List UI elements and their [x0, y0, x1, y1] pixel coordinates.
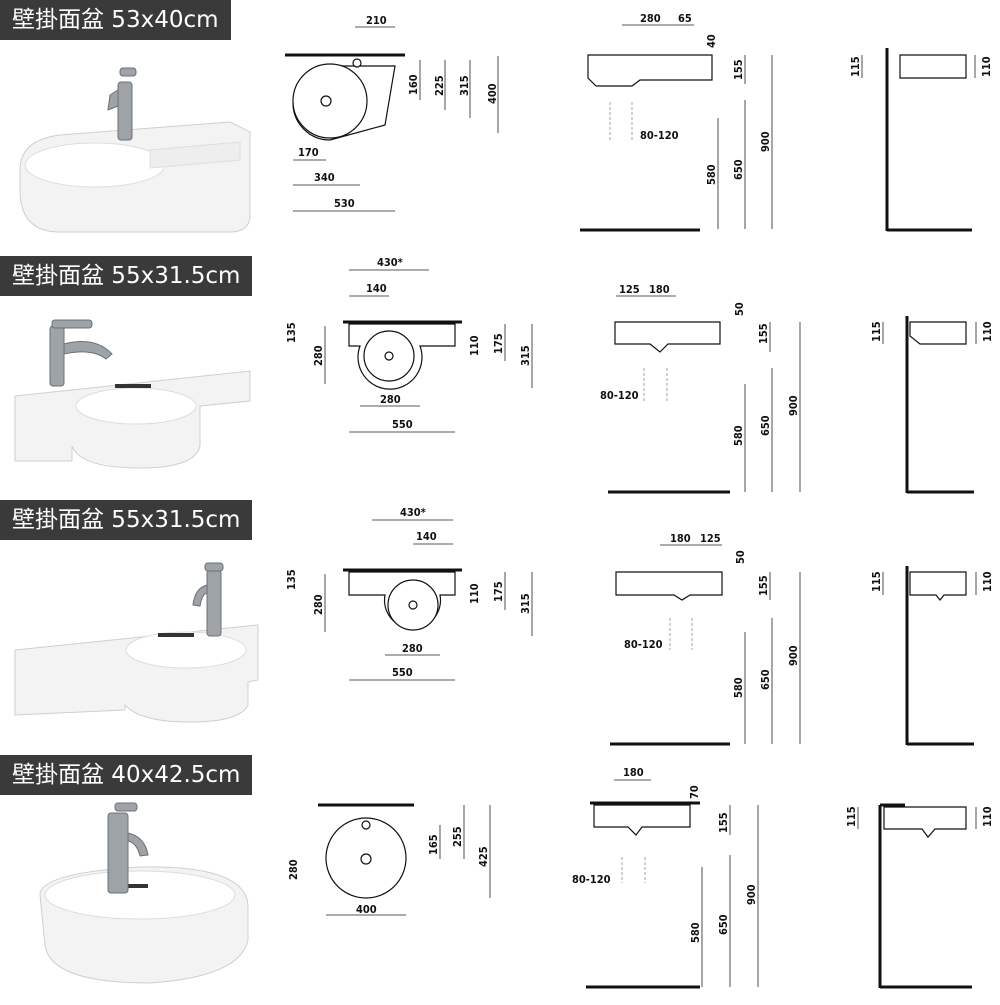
side-view-drawing: 115 110: [849, 48, 993, 232]
dim-label: 580: [732, 677, 745, 698]
front-view-drawing: 180 125 50 155 80-120 580 650 900: [610, 532, 801, 746]
dim-label: 175: [492, 333, 505, 354]
row-3-drawings: 430* 140 135 280 110 175 315 280 550 180…: [14, 506, 994, 746]
dim-label: 900: [759, 131, 772, 152]
dim-label: 580: [705, 164, 718, 185]
side-view-drawing: 115 110: [870, 566, 994, 746]
dim-label: 170: [298, 146, 319, 159]
dim-label: 155: [757, 575, 770, 596]
dim-label: 315: [519, 345, 532, 366]
dim-label: 180: [623, 766, 644, 779]
dim-label: 280: [287, 859, 300, 880]
product-row-3: 壁掛面盆 55x31.5cm 430* 140 135 280 110 175: [0, 500, 1000, 750]
dim-label: 650: [717, 914, 730, 935]
dim-label: 180: [670, 532, 691, 545]
dim-label: 580: [689, 922, 702, 943]
row-4-drawings: 280 165 255 425 400 180 70 155 80-120 58…: [39, 766, 994, 989]
dim-label: 125: [619, 283, 640, 296]
dim-label: 340: [314, 171, 335, 184]
dim-label: 430*: [400, 506, 426, 519]
product-photo: [39, 802, 249, 984]
dim-label: 80-120: [624, 638, 663, 651]
dim-label: 550: [392, 666, 413, 679]
dim-label: 315: [458, 75, 471, 96]
dim-label: 315: [519, 593, 532, 614]
dim-label: 650: [759, 415, 772, 436]
product-title: 壁掛面盆 55x31.5cm: [0, 256, 253, 296]
dim-label: 650: [759, 669, 772, 690]
dim-label: 255: [451, 826, 464, 847]
dim-label: 40: [705, 34, 718, 48]
dim-label: 135: [285, 322, 298, 343]
front-view-drawing: 280 65 40 155 80-120 580 650 900: [580, 12, 773, 232]
row-1-drawings: 210 160 225 315 400 170 340 530 280 65 4…: [19, 12, 993, 233]
dim-label: 175: [492, 581, 505, 602]
dim-label: 165: [427, 834, 440, 855]
dim-label: 155: [757, 323, 770, 344]
dim-label: 180: [649, 283, 670, 296]
dim-label: 115: [870, 571, 883, 592]
dim-label: 160: [407, 74, 420, 95]
dim-label: 580: [732, 425, 745, 446]
dim-label: 125: [700, 532, 721, 545]
dim-label: 80-120: [572, 873, 611, 886]
product-photo: [19, 67, 251, 233]
front-view-drawing: 125 180 50 155 80-120 580 650 900: [600, 283, 801, 494]
dim-label: 155: [732, 59, 745, 80]
product-photo: [14, 562, 259, 723]
dim-label: 900: [787, 395, 800, 416]
dim-label: 80-120: [640, 129, 679, 142]
product-row-4: 壁掛面盆 40x42.5cm 280 165 255 425 400: [0, 755, 1000, 1005]
dim-label: 425: [477, 846, 490, 867]
dim-label: 430*: [377, 256, 403, 269]
dim-label: 140: [416, 530, 437, 543]
top-view-drawing: 210 160 225 315 400 170 340 530: [285, 14, 499, 212]
product-row-2: 壁掛面盆 55x31.5cm 430* 140 135 280 110 175: [0, 256, 1000, 506]
product-title: 壁掛面盆 53x40cm: [0, 0, 231, 40]
dim-label: 280: [380, 393, 401, 406]
dim-label: 550: [392, 418, 413, 431]
dim-label: 50: [734, 550, 747, 564]
dim-label: 210: [366, 14, 387, 27]
row-2-drawings: 430* 140 135 280 110 175 315 280 550 125…: [14, 256, 994, 494]
dim-label: 140: [366, 282, 387, 295]
dim-label: 135: [285, 569, 298, 590]
top-view-drawing: 430* 140 135 280 110 175 315 280 550: [285, 256, 533, 433]
dim-label: 650: [732, 159, 745, 180]
dim-label: 400: [486, 83, 499, 104]
dim-label: 530: [334, 197, 355, 210]
dim-label: 110: [981, 321, 994, 342]
dim-label: 900: [745, 884, 758, 905]
top-view-drawing: 280 165 255 425 400: [287, 803, 491, 916]
side-view-drawing: 115 110: [845, 803, 994, 989]
product-photo: [14, 319, 251, 469]
product-title: 壁掛面盆 40x42.5cm: [0, 755, 253, 795]
dim-label: 65: [678, 12, 692, 25]
dim-label: 110: [468, 335, 481, 356]
dim-label: 110: [981, 806, 994, 827]
dim-label: 110: [980, 56, 993, 77]
dim-label: 900: [787, 645, 800, 666]
product-row-1: 壁掛面盆 53x40cm 210 160 225 315 4: [0, 0, 1000, 250]
product-title: 壁掛面盆 55x31.5cm: [0, 500, 253, 540]
dim-label: 80-120: [600, 389, 639, 402]
dim-label: 110: [468, 583, 481, 604]
top-view-drawing: 430* 140 135 280 110 175 315 280 550: [285, 506, 533, 681]
dim-label: 115: [870, 321, 883, 342]
dim-label: 110: [981, 571, 994, 592]
dim-label: 225: [433, 75, 446, 96]
side-view-drawing: 115 110: [870, 316, 994, 494]
dim-label: 280: [312, 345, 325, 366]
dim-label: 280: [402, 642, 423, 655]
dim-label: 280: [640, 12, 661, 25]
dim-label: 50: [733, 302, 746, 316]
front-view-drawing: 180 70 155 80-120 580 650 900: [572, 766, 759, 989]
dim-label: 280: [312, 594, 325, 615]
dim-label: 115: [849, 56, 862, 77]
dim-label: 155: [717, 812, 730, 833]
dim-label: 115: [845, 806, 858, 827]
dim-label: 400: [356, 903, 377, 916]
dim-label: 70: [688, 785, 701, 799]
